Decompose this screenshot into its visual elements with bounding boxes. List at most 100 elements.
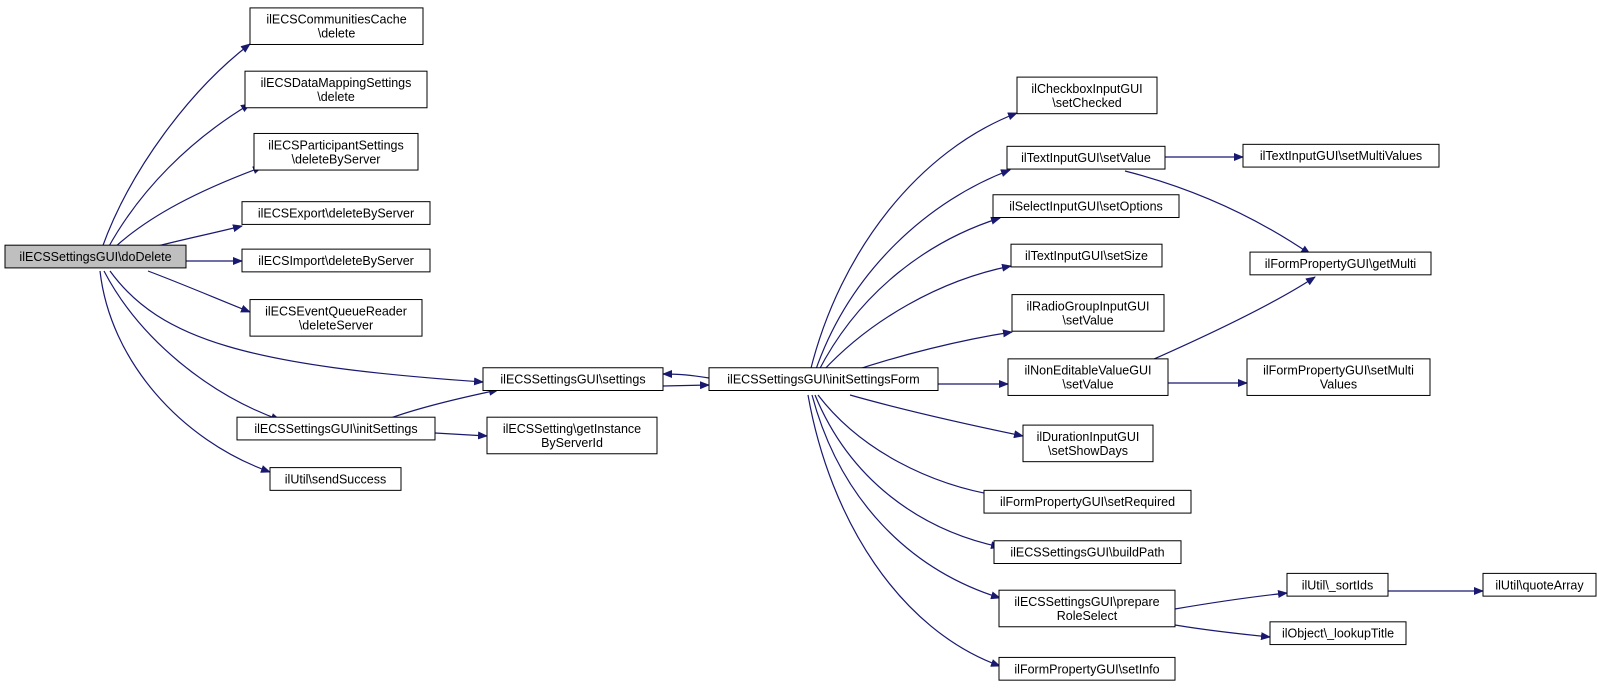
node-box-settings (482, 367, 664, 391)
node-label-doDelete-0: ilECSSettingsGUI\doDelete (19, 250, 171, 264)
node-sortIds[interactable]: ilUtil\_sortIds (1286, 572, 1389, 597)
edge-textSetValue-to-getMulti (1124, 170, 1311, 255)
node-box-initSettings (236, 416, 436, 441)
node-export[interactable]: ilECSExport\deleteByServer (241, 201, 431, 225)
node-eventQueue[interactable]: ilECSEventQueueReader\deleteServer (249, 299, 423, 337)
node-settings[interactable]: ilECSSettingsGUI\settings (482, 367, 664, 391)
node-sendSuccess[interactable]: ilUtil\sendSuccess (269, 467, 402, 491)
node-label-initForm-0: ilECSSettingsGUI\initSettingsForm (727, 373, 919, 387)
node-setRequired[interactable]: ilFormPropertyGUI\setRequired (983, 489, 1192, 514)
node-import[interactable]: ilECSImport\deleteByServer (241, 248, 431, 273)
node-showDays[interactable]: ilDurationInputGUI\setShowDays (1022, 424, 1154, 463)
node-box-setRequired (983, 489, 1192, 514)
node-label-setRequired-0: ilFormPropertyGUI\setRequired (1000, 495, 1175, 509)
node-label-prepareRole-0: ilECSSettingsGUI\prepare (1014, 595, 1159, 609)
node-fpSetMultiValues[interactable]: ilFormPropertyGUI\setMultiValues (1246, 358, 1431, 396)
node-label-fpSetMultiValues-0: ilFormPropertyGUI\setMulti (1263, 364, 1414, 378)
node-label-participant-1: \deleteByServer (292, 152, 381, 166)
node-nonEditSetValue[interactable]: ilNonEditableValueGUI\setValue (1007, 358, 1169, 396)
edge-initForm-to-showDays (849, 394, 1024, 439)
node-box-buildPath (993, 540, 1182, 565)
edge-initForm-to-setSize (821, 263, 1012, 373)
node-dataMapping[interactable]: ilECSDataMappingSettings\delete (244, 70, 428, 109)
node-box-commCache (249, 7, 424, 45)
node-lookupTitle[interactable]: ilObject\_lookupTitle (1269, 621, 1407, 646)
node-buildPath[interactable]: ilECSSettingsGUI\buildPath (993, 540, 1182, 565)
node-label-sendSuccess-0: ilUtil\sendSuccess (285, 472, 386, 486)
node-label-commCache-1: \delete (318, 27, 356, 41)
node-label-prepareRole-1: RoleSelect (1057, 609, 1118, 623)
node-label-sortIds-0: ilUtil\_sortIds (1302, 578, 1374, 592)
edge-initForm-to-settings (662, 370, 710, 379)
node-label-quoteArray-0: ilUtil\quoteArray (1495, 578, 1584, 592)
edge-settings-to-initForm (662, 381, 710, 390)
node-setOptions[interactable]: ilSelectInputGUI\setOptions (992, 194, 1180, 218)
edge-initForm-to-radioSetValue (849, 329, 1013, 373)
node-label-setOptions-0: ilSelectInputGUI\setOptions (1009, 200, 1163, 214)
node-label-buildPath-0: ilECSSettingsGUI\buildPath (1010, 546, 1164, 560)
edge-initForm-to-prepareRole (811, 394, 1001, 600)
edge-doDelete-to-eventQueue (147, 270, 251, 313)
edges-layer (99, 43, 1484, 667)
node-label-dataMapping-1: \delete (317, 90, 355, 104)
node-setSize[interactable]: ilTextInputGUI\setSize (1010, 243, 1163, 268)
node-label-nonEditSetValue-0: ilNonEditableValueGUI (1025, 364, 1152, 378)
node-initSettings[interactable]: ilECSSettingsGUI\initSettings (236, 416, 436, 441)
node-box-nonEditSetValue (1007, 358, 1169, 396)
edge-doDelete-to-commCache (101, 43, 251, 249)
edge-initForm-to-setOptions (817, 216, 1001, 373)
node-commCache[interactable]: ilECSCommunitiesCache\delete (249, 7, 424, 45)
node-box-sortIds (1286, 572, 1389, 597)
node-participant[interactable]: ilECSParticipantSettings\deleteByServer (253, 132, 419, 171)
edge-initForm-to-setRequired (817, 394, 1001, 499)
edge-initSettings-to-getInstance (434, 431, 488, 440)
node-getMulti[interactable]: ilFormPropertyGUI\getMulti (1249, 251, 1432, 276)
edge-prepareRole-to-sortIds (1174, 589, 1288, 610)
node-label-getMulti-0: ilFormPropertyGUI\getMulti (1265, 257, 1416, 271)
node-box-setOptions (992, 194, 1180, 218)
node-box-showDays (1022, 424, 1154, 463)
node-setInfo[interactable]: ilFormPropertyGUI\setInfo (998, 656, 1176, 681)
node-setChecked[interactable]: ilCheckboxInputGUI\setChecked (1016, 76, 1158, 115)
node-label-setInfo-0: ilFormPropertyGUI\setInfo (1014, 662, 1159, 676)
node-label-showDays-0: ilDurationInputGUI (1037, 430, 1140, 444)
edge-doDelete-to-settings (109, 270, 484, 386)
edge-doDelete-to-initSettings (103, 270, 281, 421)
node-label-fpSetMultiValues-1: Values (1320, 378, 1357, 392)
node-radioSetValue[interactable]: ilRadioGroupInputGUI\setValue (1011, 294, 1165, 332)
edge-nonEditSetValue-to-getMulti (1144, 276, 1316, 364)
node-initForm[interactable]: ilECSSettingsGUI\initSettingsForm (708, 367, 939, 391)
node-box-getMulti (1249, 251, 1432, 276)
edge-initForm-to-setChecked (809, 112, 1018, 373)
node-doDelete[interactable]: ilECSSettingsGUI\doDelete (4, 244, 187, 269)
node-label-textSetValue-0: ilTextInputGUI\setValue (1021, 151, 1151, 165)
node-label-setSize-0: ilTextInputGUI\setSize (1025, 249, 1148, 263)
node-box-dataMapping (244, 70, 428, 109)
node-label-showDays-1: \setShowDays (1048, 444, 1128, 458)
edge-initForm-to-setInfo (807, 394, 1001, 667)
node-label-dataMapping-0: ilECSDataMappingSettings (261, 76, 412, 90)
node-box-getInstance (486, 416, 658, 455)
node-label-eventQueue-1: \deleteServer (299, 318, 373, 332)
node-textSetValue[interactable]: ilTextInputGUI\setValue (1006, 145, 1166, 170)
node-label-export-0: ilECSExport\deleteByServer (258, 207, 414, 221)
node-quoteArray[interactable]: ilUtil\quoteArray (1482, 572, 1597, 597)
node-setMultiValues[interactable]: ilTextInputGUI\setMultiValues (1242, 143, 1440, 168)
node-label-getInstance-0: ilECSSetting\getInstance (503, 422, 641, 436)
node-box-prepareRole (998, 589, 1176, 628)
node-label-commCache-0: ilECSCommunitiesCache (266, 13, 406, 27)
node-label-settings-0: ilECSSettingsGUI\settings (500, 373, 645, 387)
node-box-setInfo (998, 656, 1176, 681)
node-box-radioSetValue (1011, 294, 1165, 332)
node-label-setChecked-0: ilCheckboxInputGUI (1031, 82, 1142, 96)
node-label-eventQueue-0: ilECSEventQueueReader (265, 304, 407, 318)
node-box-setChecked (1016, 76, 1158, 115)
node-box-import (241, 248, 431, 273)
edge-prepareRole-to-lookupTitle (1174, 624, 1271, 641)
node-box-export (241, 201, 431, 225)
edge-initForm-to-textSetValue (814, 169, 1011, 373)
node-label-lookupTitle-0: ilObject\_lookupTitle (1282, 627, 1394, 641)
